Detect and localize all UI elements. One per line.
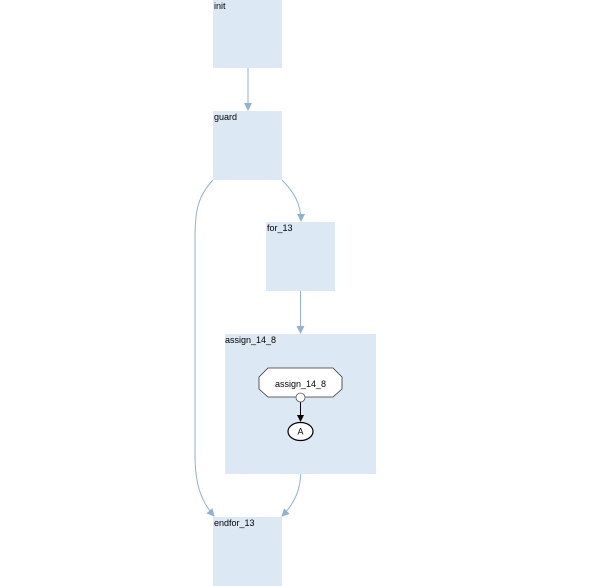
- block-init[interactable]: init: [213, 0, 282, 68]
- block-endfor-13[interactable]: endfor_13: [213, 517, 282, 586]
- block-guard-box: [213, 111, 282, 180]
- block-guard[interactable]: guard: [213, 111, 282, 180]
- edge-assign-14-8-to-endfor-13[interactable]: [281, 473, 301, 517]
- edge-guard-to-for-13[interactable]: [281, 179, 305, 222]
- block-assign-14-8-label: assign_14_8: [225, 335, 276, 345]
- block-for-13[interactable]: for_13: [266, 222, 335, 291]
- assign-operation-label: assign_14_8: [275, 379, 326, 389]
- block-endfor-13-box: [213, 517, 282, 586]
- block-for-13-label: for_13: [267, 223, 293, 233]
- block-guard-label: guard: [214, 112, 237, 122]
- block-for-13-box: [266, 222, 335, 291]
- terminal-node[interactable]: [287, 421, 314, 442]
- block-endfor-13-label: endfor_13: [214, 518, 255, 528]
- block-assign-14-8[interactable]: assign_14_8 assign_14_8 A: [225, 334, 376, 474]
- block-init-label: init: [214, 1, 226, 11]
- assign-operation-node[interactable]: [258, 367, 343, 398]
- terminal-label: A: [297, 427, 303, 437]
- operation-port[interactable]: [295, 392, 306, 403]
- block-init-box: [213, 0, 282, 68]
- edge-guard-to-endfor-13[interactable]: [194, 179, 215, 517]
